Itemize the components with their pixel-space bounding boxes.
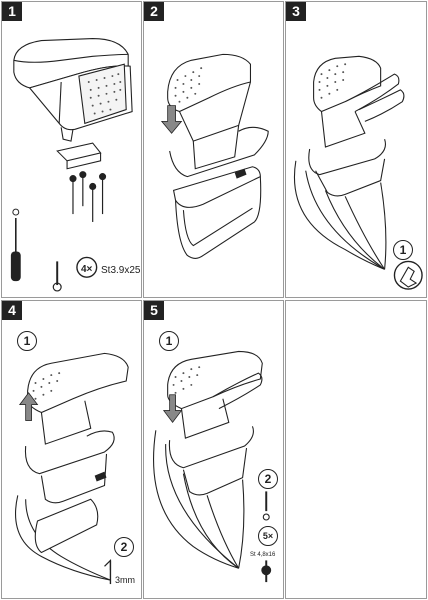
step-number: 1 (2, 2, 22, 21)
callout-number: 1 (393, 240, 413, 260)
step-panel-5: 5 1 2 5× St 4,8x16 (143, 300, 284, 599)
arrow-icon (162, 394, 183, 424)
callout-number: 1 (159, 331, 179, 351)
arrow-icon (160, 105, 183, 134)
callout-number: 2 (114, 537, 134, 557)
armrest-mount-illustration (160, 53, 269, 259)
arrow-icon (18, 392, 39, 421)
screw-icon (234, 168, 247, 179)
callout-number: 2 (258, 469, 278, 489)
step-panel-empty (285, 300, 427, 599)
callout-number: 1 (17, 331, 37, 351)
step-number: 3 (286, 2, 306, 21)
drill-bit-icon (104, 558, 112, 585)
screw-icon (69, 171, 107, 222)
screw-icon (94, 471, 107, 482)
step-number: 5 (144, 301, 164, 320)
screw-icon (261, 491, 272, 583)
step-panel-1: 1 4× St3.9x25 (1, 1, 142, 298)
step-panel-4: 4 1 2 3mm (1, 300, 142, 599)
step-panel-3: 3 1 (285, 1, 427, 298)
screw-spec: St3.9x25 (101, 265, 141, 276)
screwdriver-icon (10, 208, 21, 282)
armrest-drill-illustration (14, 352, 129, 585)
screw-spec: St 4,8x16 (250, 552, 276, 558)
armrest-opening-illustration (294, 55, 423, 290)
screw-icon (52, 261, 62, 292)
step-number: 2 (144, 2, 164, 21)
hand-press-icon (393, 260, 423, 290)
armrest-base-illustration (10, 38, 133, 292)
screw-count: 5× (258, 526, 278, 546)
screw-count: 4× (81, 264, 93, 275)
drill-size: 3mm (115, 575, 135, 585)
step-panel-2: 2 (143, 1, 284, 298)
armrest-final-illustration (153, 350, 272, 583)
step-number: 4 (2, 301, 22, 320)
